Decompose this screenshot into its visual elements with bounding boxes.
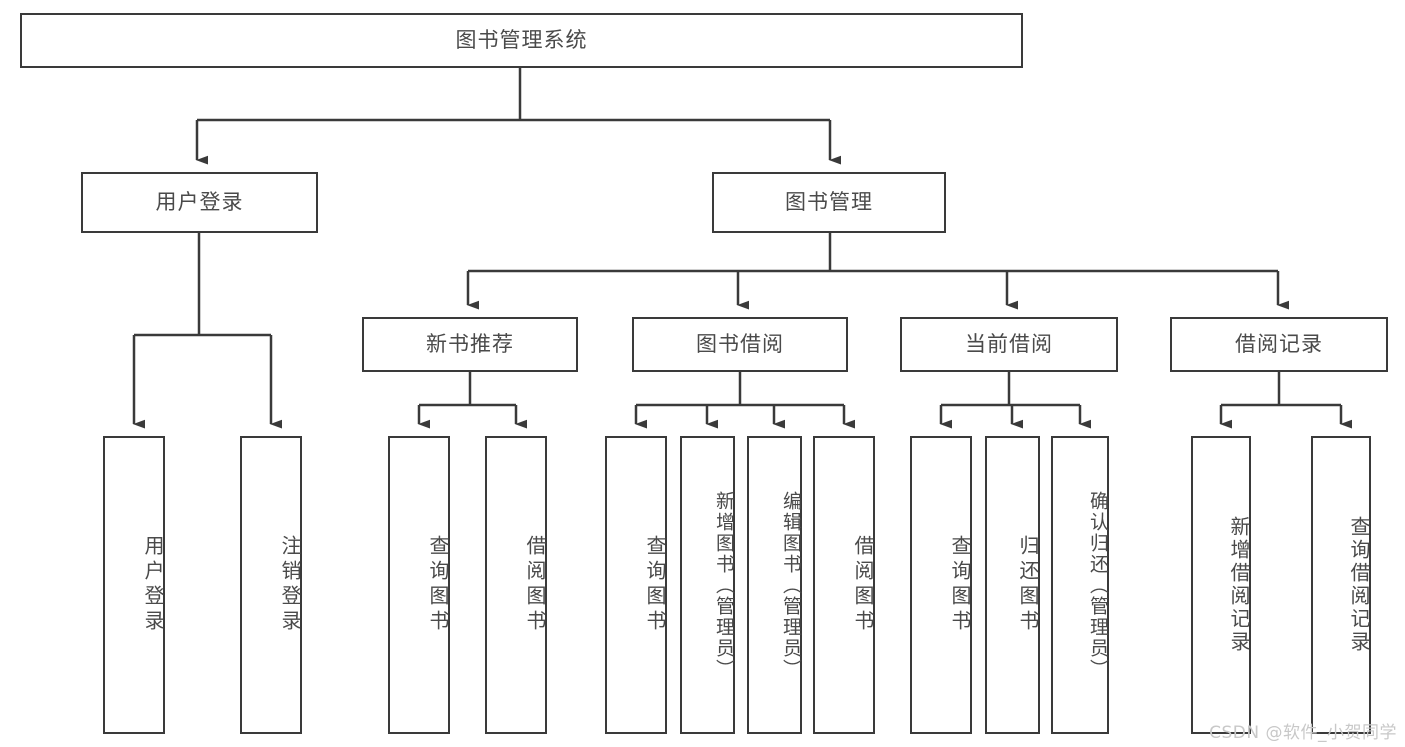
node-leaf-borrow-book-rec-label: 借阅图书	[523, 535, 547, 635]
node-leaf-user-logout-label: 注销登录	[278, 535, 302, 635]
node-leaf-query-book-cur[interactable]: 查询图书	[910, 436, 972, 734]
node-leaf-query-book-rec[interactable]: 查询图书	[388, 436, 450, 734]
node-leaf-query-borrow-record[interactable]: 查询借阅记录	[1311, 436, 1371, 734]
node-borrow-record-label: 借阅记录	[1235, 332, 1323, 356]
node-leaf-query-book-borrow[interactable]: 查询图书	[605, 436, 667, 734]
node-root[interactable]: 图书管理系统	[20, 13, 1023, 68]
node-leaf-add-borrow-record[interactable]: 新增借阅记录	[1191, 436, 1251, 734]
node-leaf-confirm-return-admin[interactable]: 确认归还（管理员）	[1051, 436, 1109, 734]
node-leaf-query-borrow-record-label: 查询借阅记录	[1347, 516, 1371, 654]
node-book-borrow-label: 图书借阅	[696, 332, 784, 356]
node-current-borrow[interactable]: 当前借阅	[900, 317, 1118, 372]
node-leaf-user-login-label: 用户登录	[141, 535, 165, 635]
node-book-borrow[interactable]: 图书借阅	[632, 317, 848, 372]
node-leaf-add-borrow-record-label: 新增借阅记录	[1227, 516, 1251, 654]
node-leaf-query-book-rec-label: 查询图书	[426, 535, 450, 635]
node-leaf-edit-book-admin-label: 编辑图书（管理员）	[780, 490, 802, 680]
node-leaf-add-book-admin-label: 新增图书（管理员）	[713, 490, 735, 680]
node-leaf-query-book-borrow-label: 查询图书	[643, 535, 667, 635]
node-leaf-borrow-book-label: 借阅图书	[851, 535, 875, 635]
node-book-manage-label: 图书管理	[785, 190, 873, 214]
node-user-login-label: 用户登录	[155, 190, 244, 214]
node-user-login[interactable]: 用户登录	[81, 172, 318, 233]
node-leaf-user-logout[interactable]: 注销登录	[240, 436, 302, 734]
node-new-book-recommend[interactable]: 新书推荐	[362, 317, 578, 372]
node-leaf-user-login[interactable]: 用户登录	[103, 436, 165, 734]
node-root-label: 图书管理系统	[455, 28, 588, 52]
watermark-text: CSDN @软件_小贺同学	[1209, 723, 1397, 743]
node-leaf-query-book-cur-label: 查询图书	[948, 535, 972, 635]
node-leaf-borrow-book[interactable]: 借阅图书	[813, 436, 875, 734]
node-leaf-edit-book-admin[interactable]: 编辑图书（管理员）	[747, 436, 802, 734]
node-current-borrow-label: 当前借阅	[965, 332, 1053, 356]
node-leaf-add-book-admin[interactable]: 新增图书（管理员）	[680, 436, 735, 734]
node-borrow-record[interactable]: 借阅记录	[1170, 317, 1388, 372]
node-leaf-confirm-return-admin-label: 确认归还（管理员）	[1087, 490, 1109, 680]
node-leaf-return-book[interactable]: 归还图书	[985, 436, 1040, 734]
node-new-book-recommend-label: 新书推荐	[426, 332, 514, 356]
node-leaf-return-book-label: 归还图书	[1016, 535, 1040, 635]
node-book-manage[interactable]: 图书管理	[712, 172, 946, 233]
node-leaf-borrow-book-rec[interactable]: 借阅图书	[485, 436, 547, 734]
